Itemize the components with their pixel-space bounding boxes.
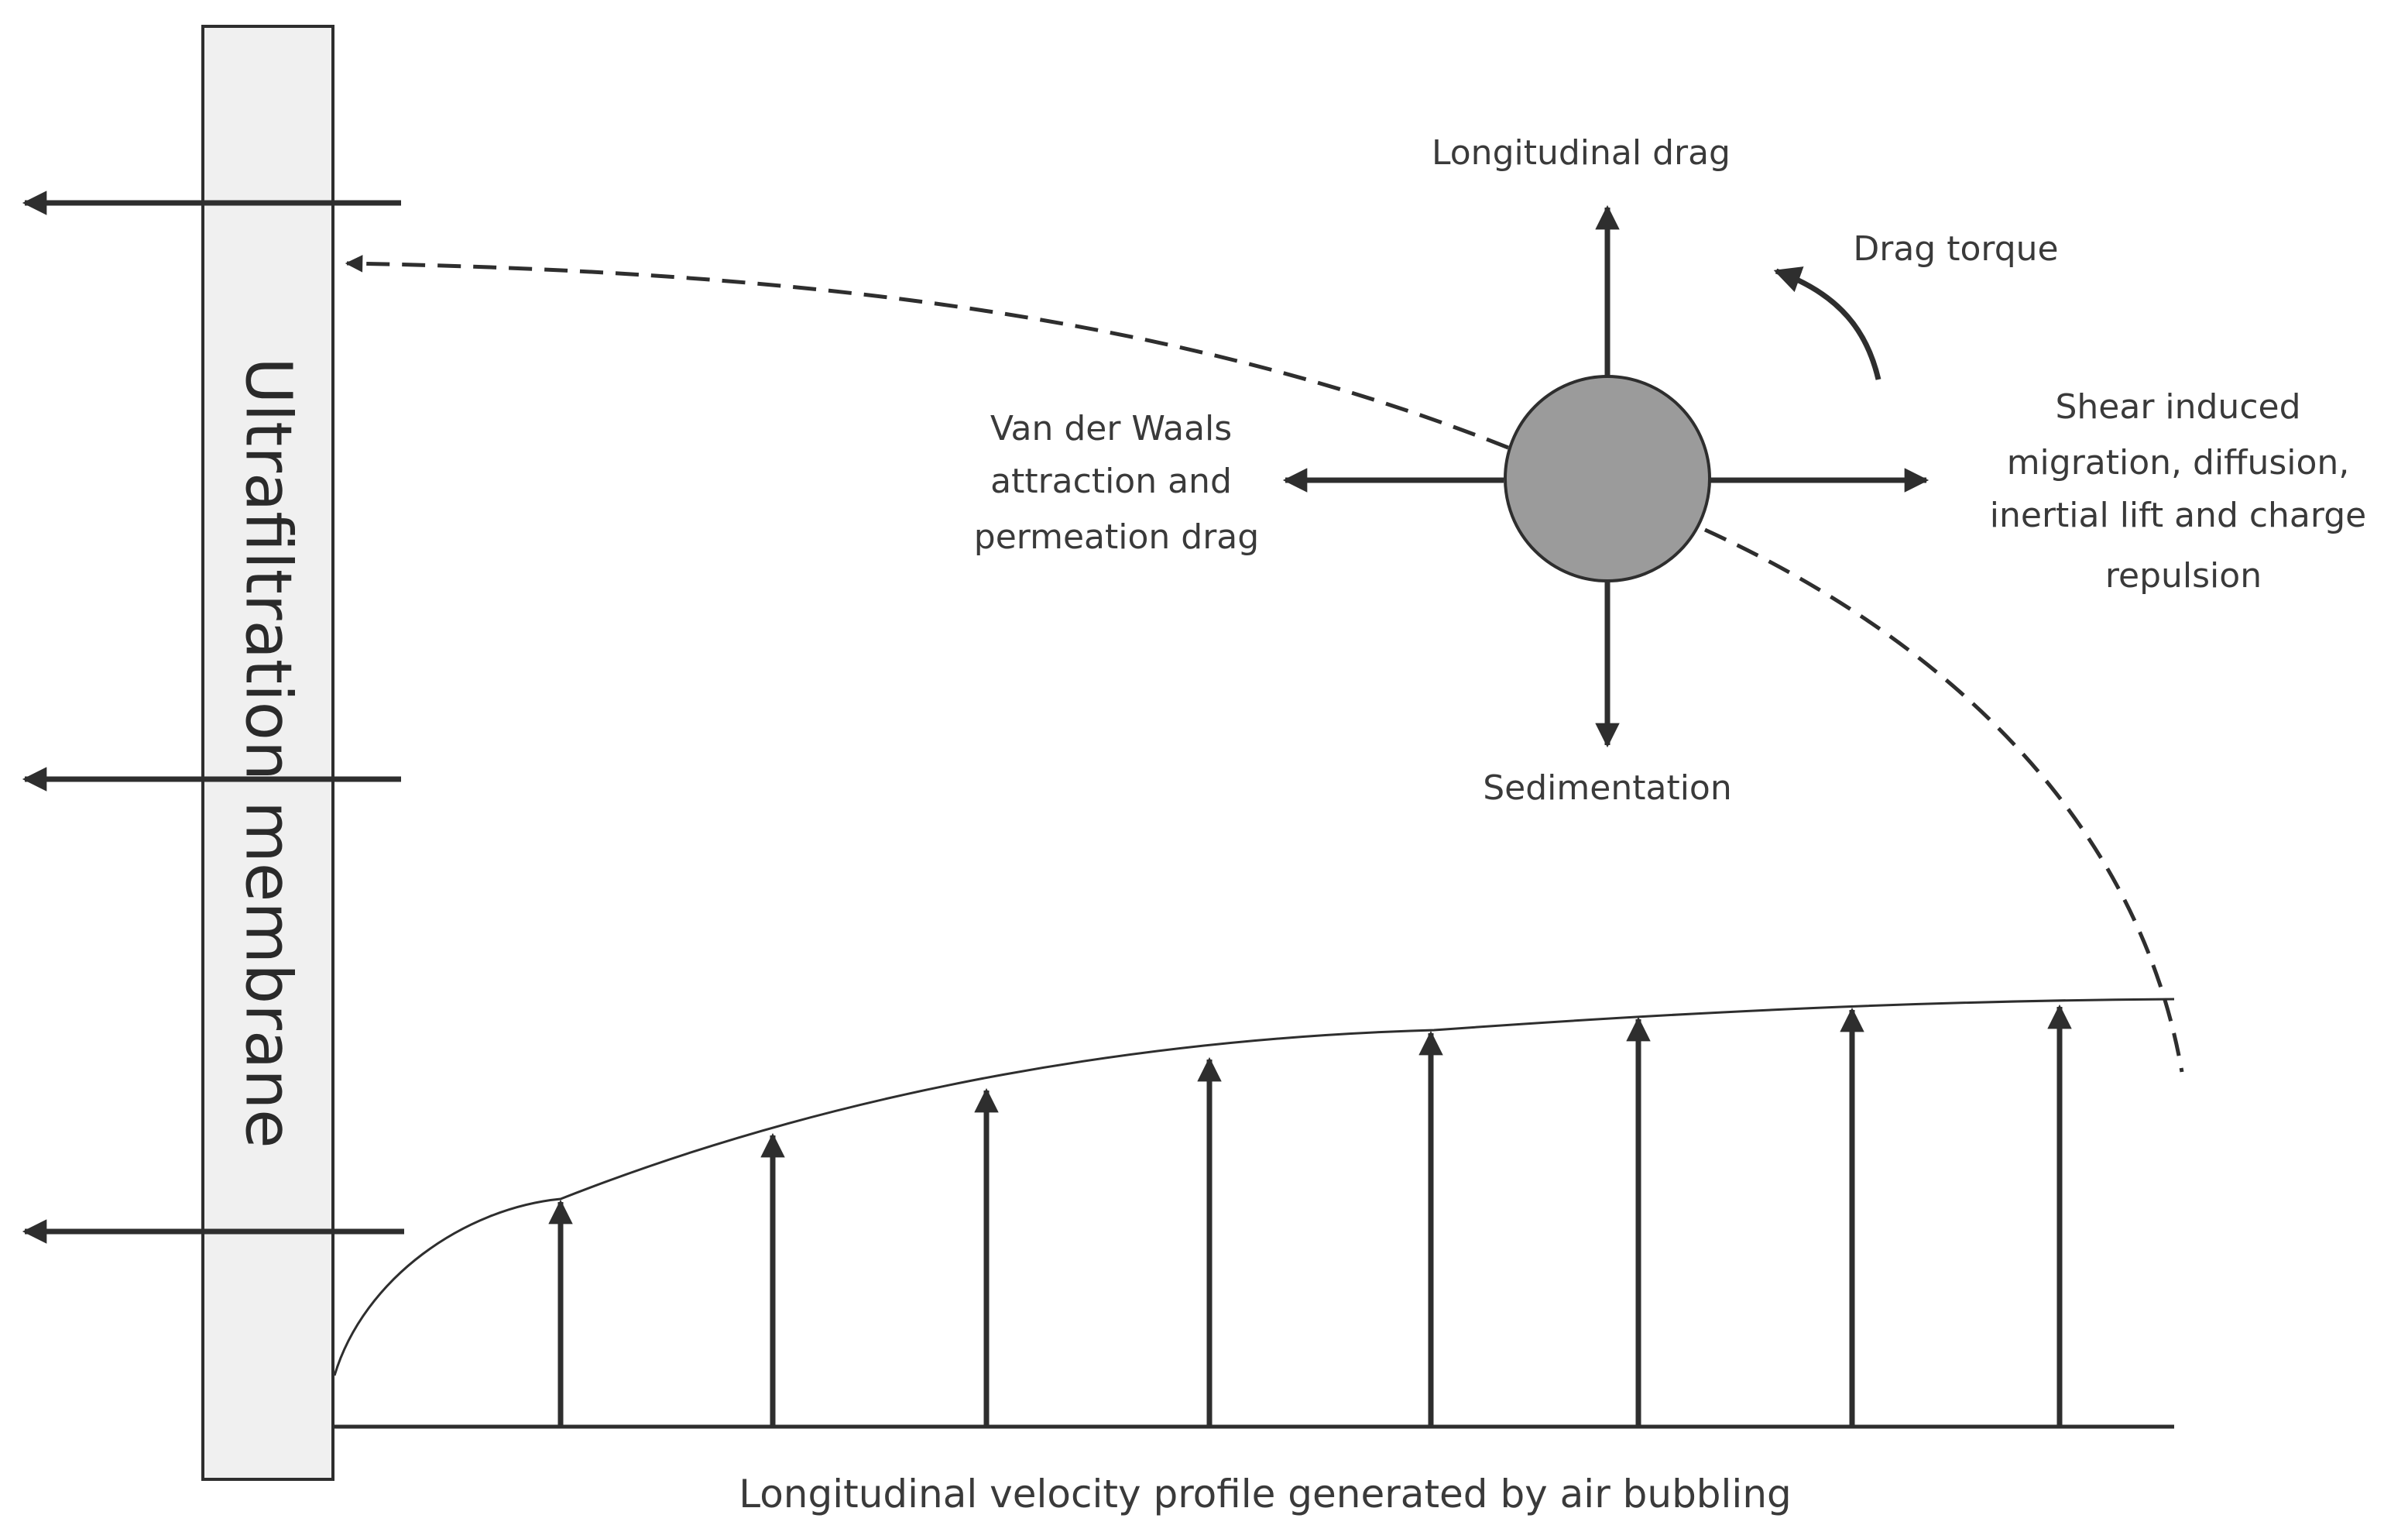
shear-migration-label-line: migration, diffusion, — [2007, 443, 2350, 483]
velocity-profile-caption: Longitudinal velocity profile generated … — [739, 1472, 1792, 1517]
van-der-waals-label: Van der Waals attraction and permeation … — [974, 409, 1259, 557]
particle-trajectory-lower — [1703, 527, 2184, 1073]
shear-migration-label-line: Shear induced — [2055, 387, 2300, 427]
longitudinal-drag-label: Longitudinal drag — [1432, 133, 1731, 173]
shear-migration-label: Shear induced migration, diffusion, iner… — [1990, 387, 2377, 596]
shear-migration-label-line: inertial lift and charge — [1990, 496, 2366, 535]
velocity-profile-curve — [333, 998, 2175, 1376]
ultrafiltration-membrane — [201, 25, 334, 1481]
sedimentation-label: Sedimentation — [1483, 768, 1731, 808]
shear-migration-label-line: repulsion — [2105, 556, 2262, 596]
particle-trajectory-upper — [345, 255, 1509, 450]
van-der-waals-label-line: permeation drag — [974, 517, 1259, 557]
drag-torque-label: Drag torque — [1853, 229, 2058, 269]
drag-torque-arrow — [1773, 266, 1881, 380]
membrane-label: Ultrafiltration membrane — [232, 357, 305, 1148]
van-der-waals-label-line: Van der Waals — [990, 409, 1232, 448]
particle — [1504, 375, 1711, 582]
van-der-waals-label-line: attraction and — [990, 462, 1232, 501]
